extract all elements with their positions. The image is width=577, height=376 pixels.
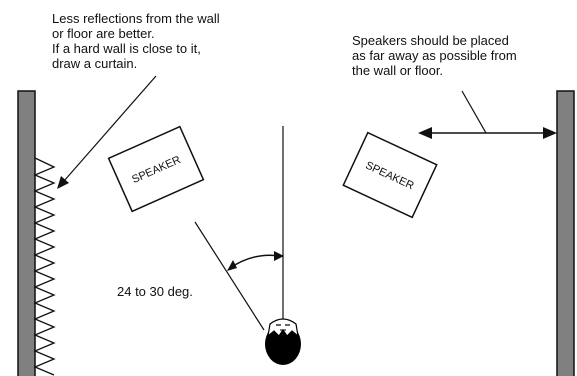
curtain-zigzag (33, 157, 56, 376)
curtain-pointer (57, 75, 157, 189)
left-wall (17, 90, 36, 376)
placement-note: Speakers should be placed as far away as… (352, 33, 517, 78)
curtain-note-line-1: If a hard wall is close to it, (52, 41, 201, 56)
angle-label: 24 to 30 deg. (117, 284, 193, 299)
distance-arrow (418, 127, 557, 139)
curtain-note: If a hard wall is close to it, draw a cu… (52, 41, 201, 71)
left-speaker: SPEAKER (107, 125, 205, 213)
reflection-note: Less reflections from the wall or floor … (52, 11, 220, 41)
right-wall (556, 90, 575, 376)
placement-pointer (461, 90, 487, 134)
curtain-note-line-2: draw a curtain. (52, 56, 138, 71)
reflection-note-line-2: or floor are better. (52, 26, 155, 41)
placement-note-line-2: as far away as possible from (352, 48, 517, 63)
placement-note-line-1: Speakers should be placed (352, 33, 509, 48)
placement-note-line-3: the wall or floor. (352, 63, 444, 78)
angle-arc (227, 251, 284, 271)
listener-head (265, 318, 301, 365)
right-speaker: SPEAKER (342, 131, 438, 219)
speaker-axis-line (194, 221, 265, 331)
reflection-note-line-1: Less reflections from the wall (52, 11, 220, 26)
